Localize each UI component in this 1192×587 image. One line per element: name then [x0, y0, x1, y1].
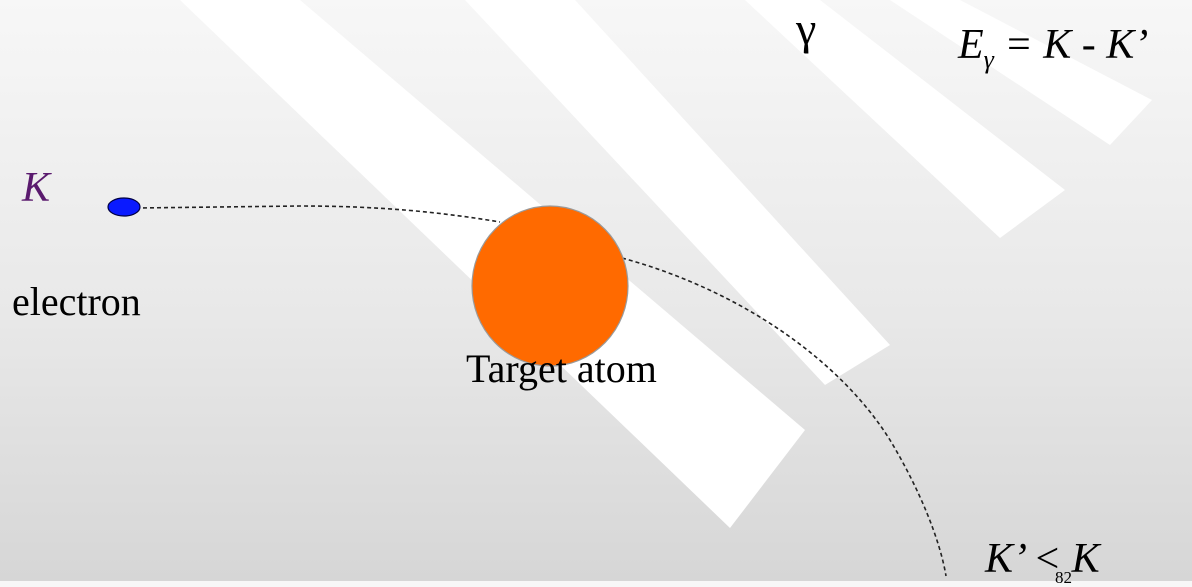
photon-symbol: γ — [796, 6, 816, 52]
energy-expression: = K - K’ — [994, 22, 1148, 68]
electron-dot — [108, 198, 140, 216]
energy-symbol: E — [958, 22, 984, 68]
electron-label: electron — [12, 282, 141, 322]
final-energy-label: K’ < K — [985, 538, 1100, 580]
photon-energy-equation: Eγ = K - K’ — [958, 24, 1148, 73]
target-atom — [472, 206, 628, 366]
energy-subscript: γ — [984, 45, 994, 74]
page-number: 82 — [1055, 569, 1072, 586]
target-atom-label: Target atom — [466, 349, 657, 389]
incident-energy-label: K — [22, 167, 50, 209]
